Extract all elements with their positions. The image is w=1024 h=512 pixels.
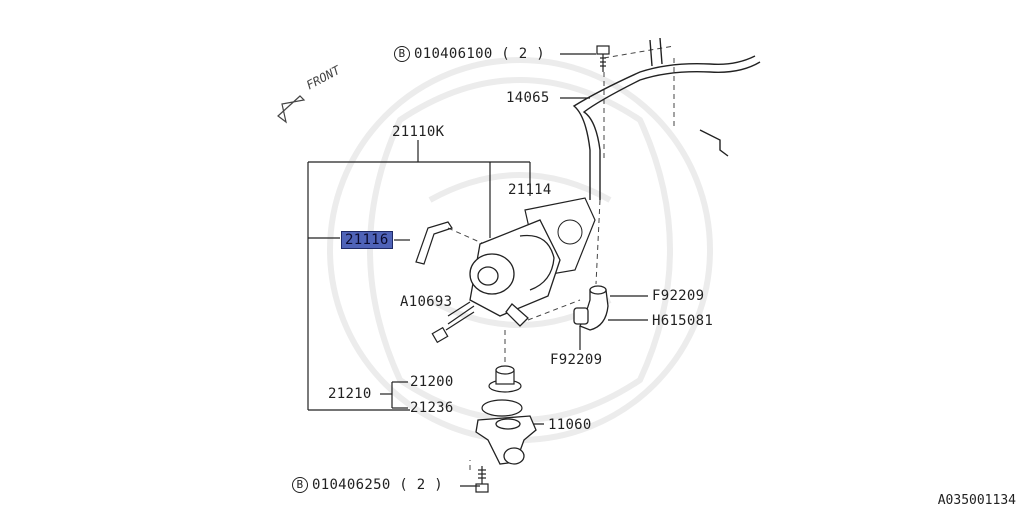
bolt-top-icon [596,45,610,72]
callout-11060[interactable]: 11060 [548,417,592,433]
drawing-code: A035001134 [937,493,1016,508]
callout-f92209-bottom[interactable]: F92209 [550,352,603,368]
bypass-pipe [572,37,761,200]
group-bracket [307,53,648,487]
callout-a10693[interactable]: A10693 [400,294,453,310]
callout-21200[interactable]: 21200 [410,374,454,390]
water-pump-body [469,219,561,327]
thermostat-cover [475,415,537,465]
b-symbol-icon: B [394,46,410,62]
thermostat [488,365,522,393]
b-symbol-icon: B [292,477,308,493]
assembly-lines [447,45,675,470]
gasket-hole [557,219,583,245]
callout-21236[interactable]: 21236 [410,400,454,416]
thermostat-gasket [481,399,523,417]
bracket-part [415,221,453,265]
front-arrow-icon [277,95,306,124]
callout-21116[interactable]: 21116 [341,231,393,249]
hose-fitting [573,285,609,331]
callout-21114[interactable]: 21114 [508,182,552,198]
bolt-a10693-icon [431,305,475,344]
bolt-bottom-icon [475,466,489,493]
callout-h615081[interactable]: H615081 [652,313,714,329]
callout-f92209-top[interactable]: F92209 [652,288,705,304]
callout-21110k[interactable]: 21110K [392,124,445,140]
callout-14065[interactable]: 14065 [506,90,550,106]
callout-21210[interactable]: 21210 [328,386,372,402]
